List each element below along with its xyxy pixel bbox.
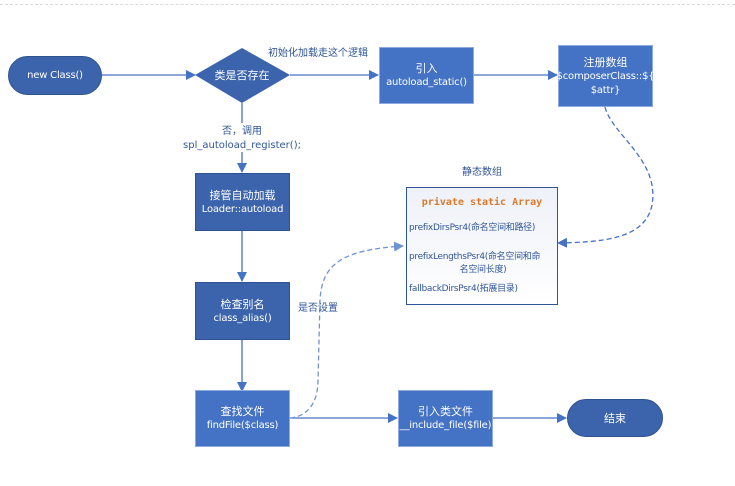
register-array-node[interactable]: 注册数组 $composerClass::${ $attr} xyxy=(556,45,655,107)
register-array-line3: $attr} xyxy=(590,84,621,96)
static-array-box[interactable]: private static Array prefixDirsPsr4(命名空间… xyxy=(406,187,558,305)
end-node-label: 结束 xyxy=(604,411,626,425)
loader-line1: 接管自动加载 xyxy=(209,188,276,202)
no-branch-label-line1: 否，调用 xyxy=(222,126,262,137)
decision-label: 类是否存在 xyxy=(214,69,270,82)
include-file-line2: __include_file($file) xyxy=(399,420,492,431)
edge-register-to-static-array xyxy=(557,106,654,248)
autoload-static-line2: autoload_static() xyxy=(386,77,467,88)
no-branch-label-line2: spl_autoload_register(); xyxy=(183,140,301,151)
class-alias-line1: 检查别名 xyxy=(220,297,265,311)
autoload-static-node[interactable]: 引入 autoload_static() xyxy=(379,47,474,104)
static-array-title: private static Array xyxy=(421,197,543,208)
static-array-field-prefix-lengths-cont: 名空间长度) xyxy=(459,265,507,275)
include-file-node[interactable]: 引入类文件 __include_file($file) xyxy=(398,390,493,447)
class-alias-node[interactable]: 检查别名 class_alias() xyxy=(195,282,290,340)
static-array-field-fallback-dirs: fallbackDirsPsr4(拓展目录) xyxy=(409,284,518,294)
register-array-line2: $composerClass::${ xyxy=(556,70,655,82)
register-array-line1: 注册数组 xyxy=(583,55,628,69)
start-node-label: new Class() xyxy=(27,69,83,81)
is-set-label: 是否设置 xyxy=(298,303,338,314)
include-file-line1: 引入类文件 xyxy=(418,405,473,418)
autoload-static-line1: 引入 xyxy=(415,62,438,75)
loader-node[interactable]: 接管自动加载 Loader::autoload xyxy=(195,173,290,231)
loader-line2: Loader::autoload xyxy=(201,203,284,215)
find-file-node[interactable]: 查找文件 findFile($class) xyxy=(195,390,290,447)
static-array-field-prefix-lengths: prefixLengthsPsr4(命名空间和命 xyxy=(409,252,541,262)
edge-findfile-to-static-array xyxy=(289,241,404,419)
top-divider xyxy=(0,4,735,5)
find-file-line1: 查找文件 xyxy=(220,405,265,418)
decision-diamond xyxy=(195,48,290,103)
init-path-label: 初始化加载走这个逻辑 xyxy=(268,48,368,59)
start-node[interactable]: new Class() xyxy=(8,56,102,95)
static-array-field-prefix-dirs: prefixDirsPsr4(命名空间和路径) xyxy=(409,223,536,233)
end-node[interactable]: 结束 xyxy=(567,399,663,437)
static-array-heading: 静态数组 xyxy=(462,167,502,178)
class-alias-line2: class_alias() xyxy=(213,312,272,324)
find-file-line2: findFile($class) xyxy=(206,420,279,431)
